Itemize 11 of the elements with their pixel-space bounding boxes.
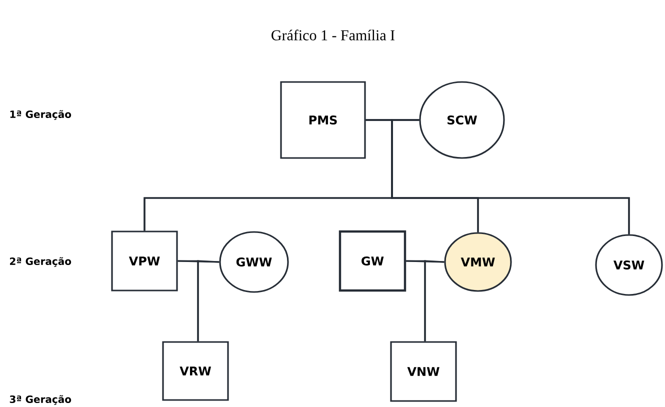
descent-line: [197, 260, 220, 342]
male-square: VNW: [390, 341, 457, 402]
male-square: VRW: [162, 341, 229, 401]
male-square: PMS: [280, 81, 366, 159]
generation-label: 1ª Geração: [10, 110, 72, 120]
descent-line: [424, 260, 444, 342]
generation-label: 3ª Geração: [10, 395, 72, 405]
male-square: VPW: [111, 230, 178, 292]
title: Gráfico 1 - Família I: [272, 30, 395, 40]
generation-label: 2ª Geração: [10, 257, 72, 267]
male-square: GW: [338, 230, 406, 292]
